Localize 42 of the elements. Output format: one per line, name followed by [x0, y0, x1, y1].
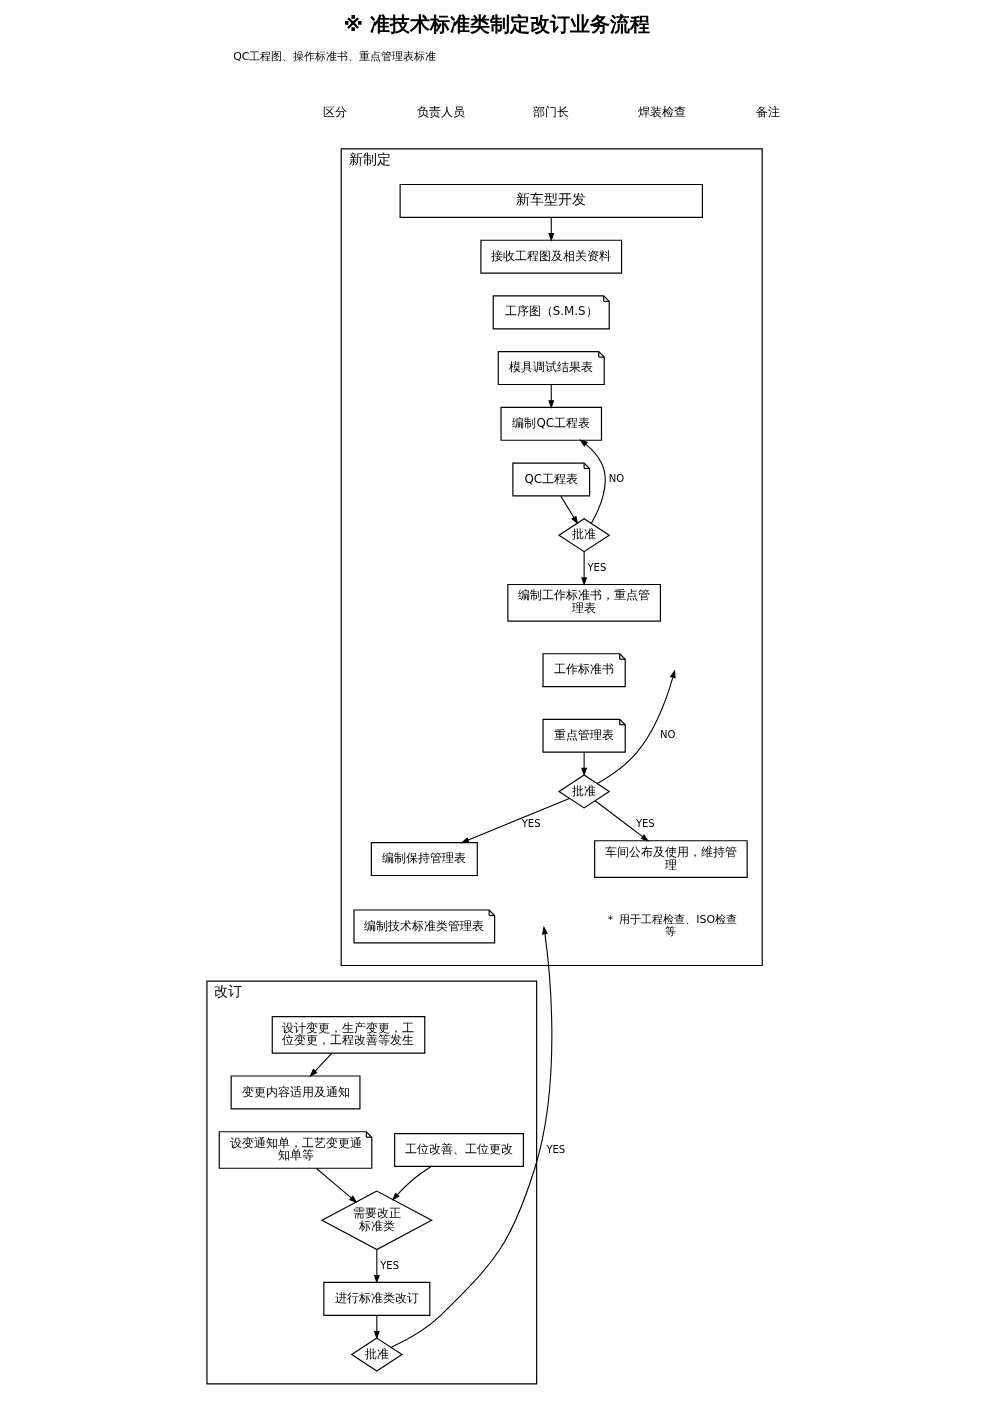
label: 焊装检查: [637, 105, 686, 120]
node-box: 编制QC工程表: [500, 406, 603, 441]
node-diamond: 批准: [350, 1337, 404, 1372]
edge-label: YES: [587, 561, 607, 573]
arrow: [581, 551, 588, 586]
edge-label: NO: [608, 473, 625, 485]
node-box: 工位改善、工位更改: [394, 1132, 524, 1168]
node-box: 编制工作标准书，重点管理表: [507, 583, 661, 622]
label: 备注: [755, 105, 780, 120]
label: 部门长: [533, 105, 570, 120]
diagram-title: ※ 准技术标准类制定改订业务流程: [343, 11, 650, 36]
arrow: [373, 1249, 380, 1284]
node-box: 设计变更，生产变更，工位变更，工程改善等发生: [271, 1016, 426, 1054]
node-box: 接收工程图及相关资料: [480, 239, 623, 274]
node-box: 车间公布及使用，维持管理: [594, 840, 748, 878]
edge-label: YES: [521, 817, 541, 829]
arrow: [391, 1165, 432, 1201]
arrow: [373, 1314, 380, 1340]
node-box: 编制保持管理表: [370, 842, 478, 877]
label: QC工程图、操作标准书、重点管理表标准: [233, 50, 437, 64]
node-box: 进行标准类改订: [323, 1281, 431, 1316]
node-diamond: 批准: [557, 774, 611, 809]
arrow: [309, 1052, 333, 1077]
edge-label: YES: [380, 1259, 400, 1271]
arrow: [581, 751, 588, 777]
edge-label: YES: [635, 817, 655, 829]
arrow: [315, 1168, 358, 1204]
edge-label: YES: [546, 1143, 566, 1155]
arrow: [390, 925, 553, 1348]
edge-label: NO: [659, 729, 676, 741]
node-label: ＊ 用于工程检查、ISO检查等: [604, 913, 738, 939]
arrow: [594, 800, 650, 842]
arrow: [548, 216, 555, 242]
node-box: 新车型开发: [399, 183, 703, 218]
arrow: [460, 797, 570, 844]
arrow: [560, 495, 579, 525]
arrow: [579, 439, 606, 524]
label: 区分: [322, 105, 347, 120]
label: 负责人员: [416, 105, 465, 120]
arrow: [596, 669, 676, 785]
node-diamond: 批准: [557, 518, 611, 553]
node-box: 变更内容适用及通知: [230, 1075, 361, 1110]
